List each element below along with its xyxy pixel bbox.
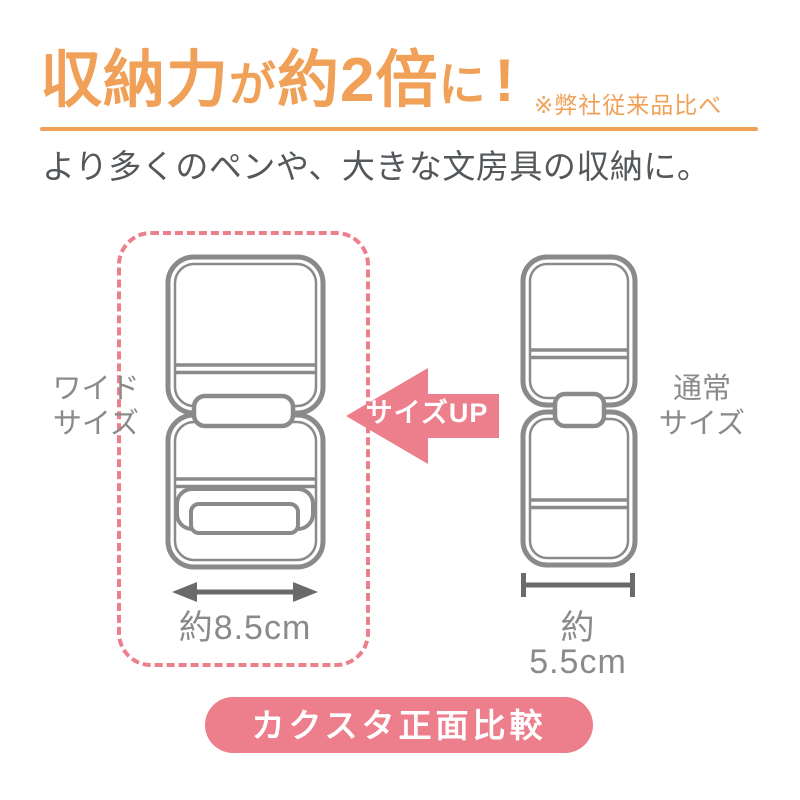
wide-size-label-line2: サイズ [52, 408, 140, 440]
subtitle: より多くのペンや、大きな文房具の収納に。 [42, 148, 711, 185]
disclaimer-note: ※弊社従来品比べ [534, 92, 723, 118]
title-segment: 収納力 [40, 46, 230, 115]
wide-width-arrow-icon [172, 582, 318, 602]
normal-size-label-line1: 通常 [672, 373, 731, 405]
normal-case-illustration [520, 254, 638, 568]
orange-divider [40, 127, 758, 131]
comparison-badge-label: カクスタ正面比較 [251, 706, 547, 744]
title-segment: が [229, 58, 278, 111]
title-exclamation: ! [494, 47, 516, 114]
wide-case-illustration [165, 254, 326, 570]
wide-width-value: 約8.5cm [178, 609, 312, 647]
title-segment: に [438, 58, 487, 111]
page-title: 収納力 が 約2倍 に ! [40, 50, 515, 112]
title-segment: 約2倍 [277, 46, 439, 115]
normal-width-value: 約5.5cm [529, 609, 627, 681]
comparison-badge: カクスタ正面比較 [205, 697, 593, 753]
wide-size-highlight-box [117, 231, 370, 667]
wide-size-label-line1: ワイド [52, 373, 140, 405]
wide-size-label: ワイド サイズ [41, 372, 151, 442]
normal-size-label: 通常 サイズ [647, 372, 757, 442]
size-up-arrow-icon [346, 368, 499, 464]
normal-width-bracket-icon [521, 573, 635, 597]
normal-size-label-line2: サイズ [658, 408, 746, 440]
size-up-label: サイズUP [365, 398, 489, 428]
